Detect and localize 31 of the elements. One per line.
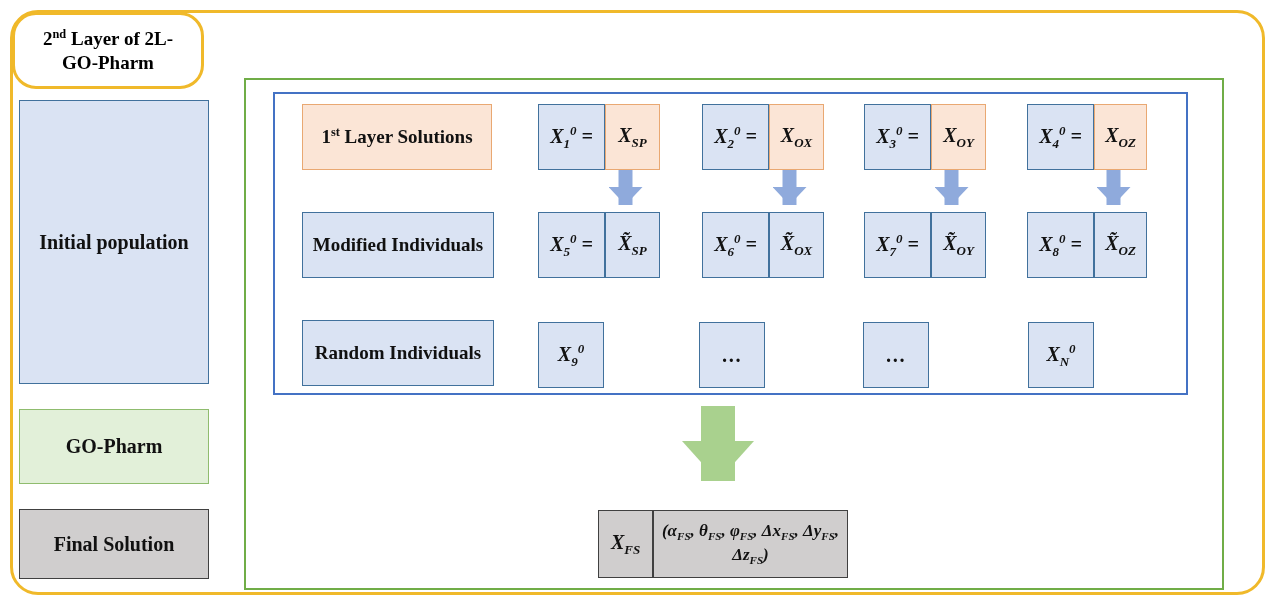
row-label-box: 1$^{st}$ Layer Solutions (302, 104, 492, 170)
legend-box: Final Solution (19, 509, 209, 579)
variable-box: … (699, 322, 765, 388)
variable-box: X$_{2}$$^{0}$ = (702, 104, 769, 170)
variable-box: X̃$_{OX}$ (769, 212, 824, 278)
layer-frame (10, 10, 1265, 595)
population-frame (273, 92, 1188, 395)
frame-heading: 2$^{nd}$ Layer of 2L-GO-Pharm (12, 12, 204, 89)
variable-box: X̃$_{OY}$ (931, 212, 986, 278)
variable-box: X$_{FS}$ (598, 510, 653, 578)
variable-box: X$_{1}$$^{0}$ = (538, 104, 605, 170)
variable-box: X$_{OX}$ (769, 104, 824, 170)
variable-box: X$_{SP}$ (605, 104, 660, 170)
row-label-box: Modified Individuals (302, 212, 494, 278)
legend-box: GO-Pharm (19, 409, 209, 484)
variable-box: X̃$_{SP}$ (605, 212, 660, 278)
legend-box: Initial population (19, 100, 209, 384)
variable-box: X̃$_{OZ}$ (1094, 212, 1147, 278)
variable-box: X$_{5}$$^{0}$ = (538, 212, 605, 278)
variable-box: X$_{7}$$^{0}$ = (864, 212, 931, 278)
block-arrow (682, 406, 754, 481)
parameter-box: (α$_{FS}$, θ$_{FS}$, φ$_{FS}$, Δx$_{FS}$, Δy$_{FS}$, Δz$_{FS}$) (653, 510, 848, 578)
variable-box: X$_{6}$$^{0}$ = (702, 212, 769, 278)
variable-box: X$_{OY}$ (931, 104, 986, 170)
variable-box: X$_{3}$$^{0}$ = (864, 104, 931, 170)
row-label-box: Random Individuals (302, 320, 494, 386)
variable-box: X$_{4}$$^{0}$ = (1027, 104, 1094, 170)
variable-box: X$_{OZ}$ (1094, 104, 1147, 170)
variable-box: … (863, 322, 929, 388)
algorithm-frame (244, 78, 1224, 590)
variable-box: X$_{8}$$^{0}$ = (1027, 212, 1094, 278)
